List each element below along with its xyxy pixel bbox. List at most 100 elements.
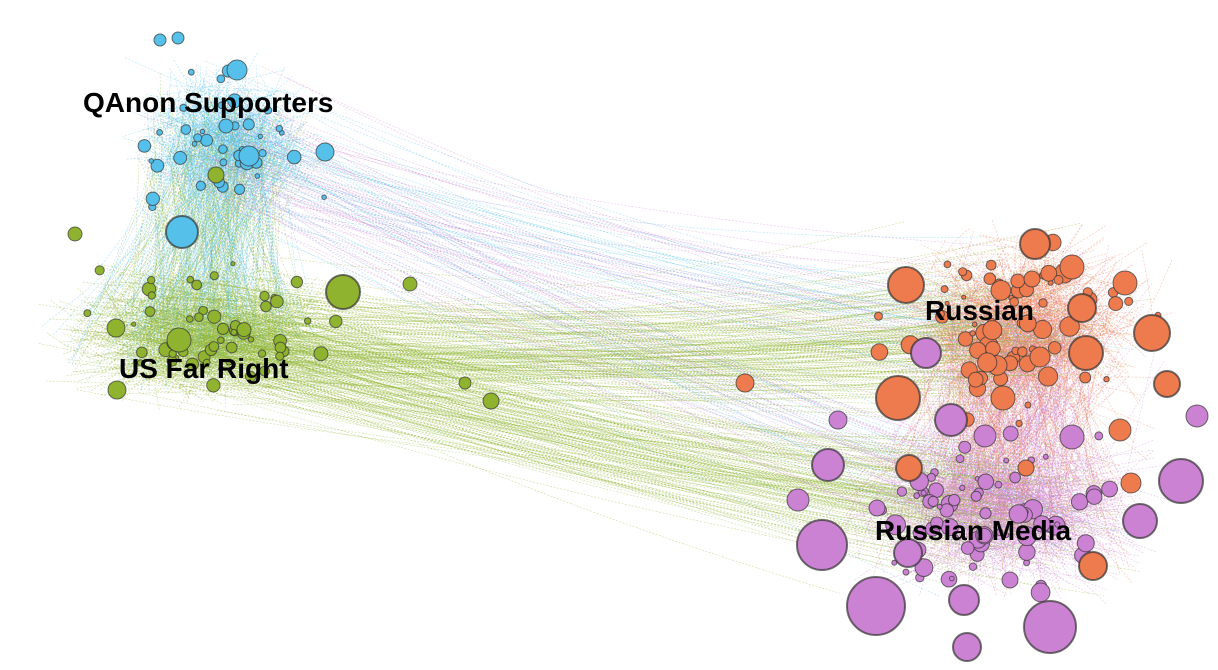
edge bbox=[114, 310, 200, 315]
edge bbox=[164, 344, 266, 376]
edge bbox=[154, 169, 249, 336]
edge bbox=[931, 450, 1017, 488]
edge bbox=[176, 127, 216, 198]
edge bbox=[221, 331, 268, 350]
edge bbox=[839, 264, 1133, 531]
edge bbox=[959, 464, 970, 542]
edge bbox=[234, 167, 238, 315]
edge bbox=[193, 95, 239, 177]
edge bbox=[157, 276, 182, 326]
edge bbox=[200, 318, 213, 371]
node-farright bbox=[147, 291, 157, 300]
edge bbox=[106, 290, 130, 330]
edge bbox=[1052, 293, 1148, 327]
edge bbox=[916, 431, 980, 498]
edge bbox=[1066, 294, 1138, 402]
edge bbox=[71, 130, 182, 360]
edge bbox=[965, 465, 1072, 534]
edge bbox=[937, 474, 1048, 495]
edge bbox=[237, 89, 250, 145]
edge bbox=[974, 358, 1020, 493]
edge bbox=[132, 363, 252, 370]
edge bbox=[1027, 303, 1098, 399]
edge bbox=[97, 358, 104, 372]
edge bbox=[121, 294, 169, 370]
edge bbox=[120, 361, 161, 403]
edge bbox=[1017, 376, 1162, 382]
edge bbox=[983, 296, 1042, 316]
node-media bbox=[1185, 404, 1209, 428]
edge bbox=[210, 142, 275, 325]
edge bbox=[890, 516, 1125, 545]
edge bbox=[177, 142, 243, 328]
edge bbox=[940, 494, 1045, 544]
node-farright bbox=[94, 265, 105, 276]
edge bbox=[968, 311, 1050, 316]
edge bbox=[845, 470, 914, 500]
edge bbox=[1021, 427, 1126, 506]
edge bbox=[172, 114, 227, 354]
edge bbox=[1054, 258, 1110, 292]
edge bbox=[166, 296, 229, 356]
edge bbox=[978, 266, 1022, 305]
node-media bbox=[1009, 471, 1021, 484]
edge bbox=[953, 376, 1078, 483]
edge bbox=[991, 477, 1113, 513]
edge bbox=[74, 137, 195, 373]
edge bbox=[153, 135, 209, 321]
edge bbox=[156, 346, 169, 388]
edge bbox=[208, 353, 211, 379]
edge bbox=[159, 125, 242, 298]
node-media bbox=[958, 440, 972, 454]
edge bbox=[961, 469, 979, 535]
edge bbox=[221, 140, 290, 160]
node-qanon bbox=[226, 59, 248, 81]
edge bbox=[224, 121, 244, 141]
node-farright bbox=[313, 346, 329, 362]
edge bbox=[165, 310, 263, 368]
edge bbox=[175, 157, 289, 306]
edge bbox=[248, 142, 264, 378]
edge bbox=[248, 298, 292, 379]
edge bbox=[174, 311, 180, 323]
edge bbox=[978, 501, 1028, 508]
edge bbox=[126, 323, 168, 343]
edge bbox=[952, 378, 1017, 532]
node-russian bbox=[1133, 314, 1171, 352]
edge bbox=[1021, 305, 1123, 367]
edge bbox=[202, 260, 266, 342]
node-farright bbox=[207, 309, 222, 324]
edge bbox=[124, 275, 192, 340]
edge bbox=[143, 336, 288, 351]
edge bbox=[925, 466, 976, 506]
edge bbox=[172, 296, 336, 351]
edge bbox=[959, 552, 1022, 574]
edge bbox=[243, 113, 283, 175]
edge bbox=[255, 151, 266, 304]
edge bbox=[235, 137, 308, 143]
edge bbox=[206, 124, 256, 154]
edge bbox=[120, 147, 288, 358]
edge bbox=[225, 108, 232, 176]
node-media bbox=[868, 499, 886, 517]
edge bbox=[213, 94, 272, 143]
edge bbox=[905, 339, 1023, 459]
node-farright bbox=[270, 294, 284, 309]
edge bbox=[161, 107, 198, 134]
edge bbox=[211, 133, 230, 328]
edge bbox=[154, 363, 193, 373]
edge bbox=[955, 465, 964, 555]
node-qanon bbox=[199, 128, 206, 135]
edge bbox=[148, 104, 165, 394]
node-farright bbox=[209, 271, 219, 281]
edge bbox=[1024, 298, 1047, 348]
node-media bbox=[920, 490, 927, 496]
edge bbox=[855, 525, 860, 556]
edge bbox=[982, 470, 1020, 499]
edge bbox=[966, 309, 1011, 327]
edge bbox=[949, 269, 975, 323]
edge bbox=[128, 278, 217, 342]
edge bbox=[994, 567, 1049, 571]
edge bbox=[959, 506, 992, 536]
edge bbox=[158, 325, 232, 335]
